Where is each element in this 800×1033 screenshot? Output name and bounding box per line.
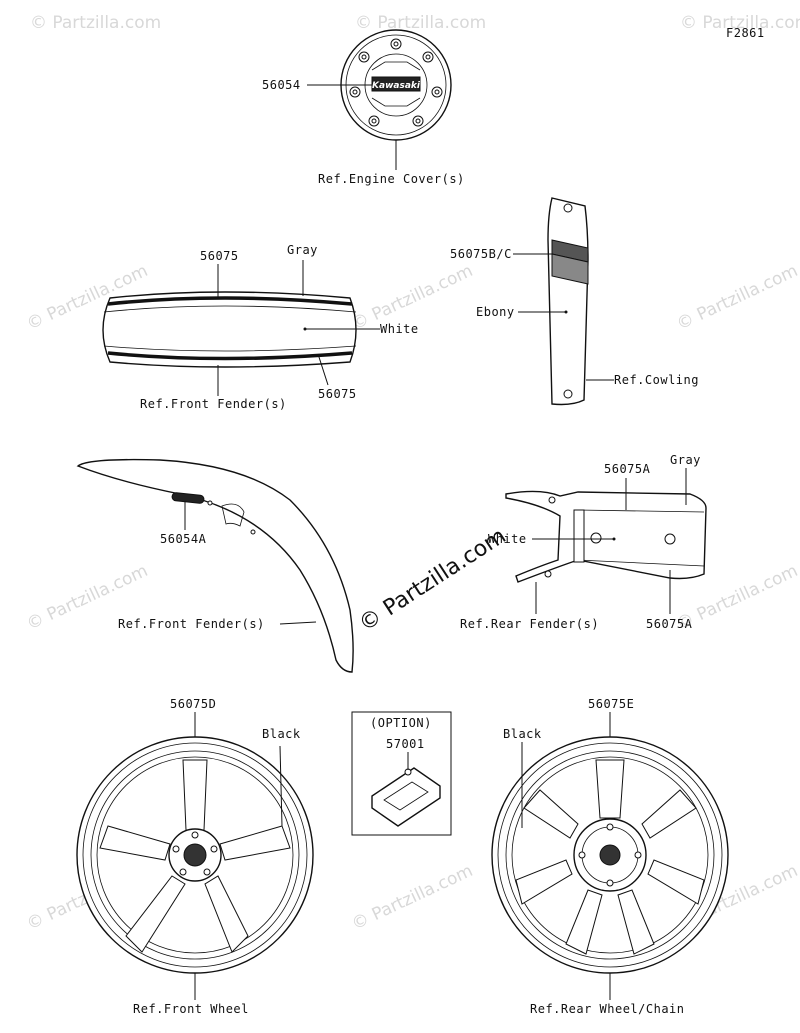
part-number-56075a-bottom: 56075A xyxy=(646,617,693,631)
front-fender-side-view xyxy=(76,458,354,673)
color-white-front-fender: White xyxy=(380,322,419,336)
option-label: (OPTION) xyxy=(370,716,432,730)
color-gray-front-fender: Gray xyxy=(287,243,318,257)
ref-cowling: Ref.Cowling xyxy=(614,373,699,387)
part-number-56075a-top: 56075A xyxy=(604,462,651,476)
front-fender-top-view xyxy=(102,291,357,368)
ref-front-fender-2: Ref.Front Fender(s) xyxy=(118,617,265,631)
front-wheel xyxy=(76,736,314,974)
color-gray-rear-fender: Gray xyxy=(670,453,701,467)
ref-rear-wheel: Ref.Rear Wheel/Chain xyxy=(530,1002,685,1016)
rear-wheel xyxy=(491,736,729,974)
part-number-56075-bottom: 56075 xyxy=(318,387,357,401)
color-black-front-wheel: Black xyxy=(262,727,301,741)
rear-fender xyxy=(505,490,707,583)
part-number-57001: 57001 xyxy=(386,737,425,751)
color-black-rear-wheel: Black xyxy=(503,727,542,741)
watermark: © Partzilla.com xyxy=(674,261,800,335)
engine-cover-emblem: Kawasaki xyxy=(340,29,452,141)
emblem-text: Kawasaki xyxy=(372,81,421,91)
color-white-rear-fender: White xyxy=(488,532,527,546)
part-number-56054: 56054 xyxy=(262,78,301,92)
ref-front-wheel: Ref.Front Wheel xyxy=(133,1002,249,1016)
cowling xyxy=(547,197,589,406)
watermark: © Partzilla.com xyxy=(355,13,486,33)
part-number-56075e: 56075E xyxy=(588,697,634,711)
part-number-56075d: 56075D xyxy=(170,697,216,711)
watermark: © Partzilla.com xyxy=(30,13,161,33)
ref-rear-fender: Ref.Rear Fender(s) xyxy=(460,617,599,631)
watermark: © Partzilla.com xyxy=(680,13,800,33)
part-number-56054a: 56054A xyxy=(160,532,207,546)
figure-id: F2861 xyxy=(726,26,765,40)
part-number-56075bc: 56075B/C xyxy=(450,247,512,261)
watermark: © Partzilla.com xyxy=(349,861,476,935)
part-number-56075-top: 56075 xyxy=(200,249,239,263)
ref-front-fender-1: Ref.Front Fender(s) xyxy=(140,397,287,411)
ref-engine-cover: Ref.Engine Cover(s) xyxy=(318,172,465,186)
option-box xyxy=(351,711,452,836)
color-ebony: Ebony xyxy=(476,305,515,319)
